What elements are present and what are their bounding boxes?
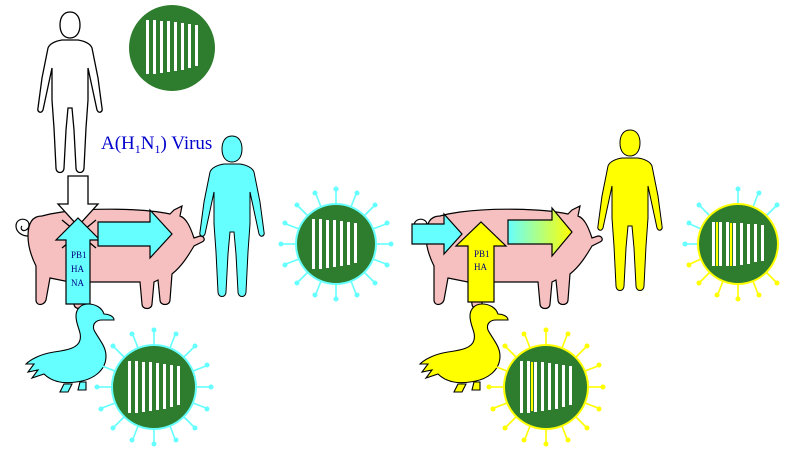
pig-left-icon [16,206,204,309]
virus-yellow-icon [487,328,606,447]
human-outline-icon [38,12,102,173]
human-yellow-icon [598,130,662,291]
virus-label: A(H1N1) Virus [101,133,212,156]
virus-top-icon [129,5,215,91]
svg-text:NA: NA [71,278,84,288]
virus-cyan-icon [279,187,394,302]
svg-text:PB1: PB1 [71,250,87,260]
duck-cyan-icon [26,304,114,392]
virus-cyan-bottom-icon [95,328,214,447]
virus-mixed-icon [683,187,780,302]
svg-text:PB1: PB1 [474,249,490,259]
human-cyan-icon [200,136,264,297]
svg-text:HA: HA [71,264,84,274]
duck-yellow-icon [420,304,508,392]
svg-text:HA: HA [474,262,487,272]
